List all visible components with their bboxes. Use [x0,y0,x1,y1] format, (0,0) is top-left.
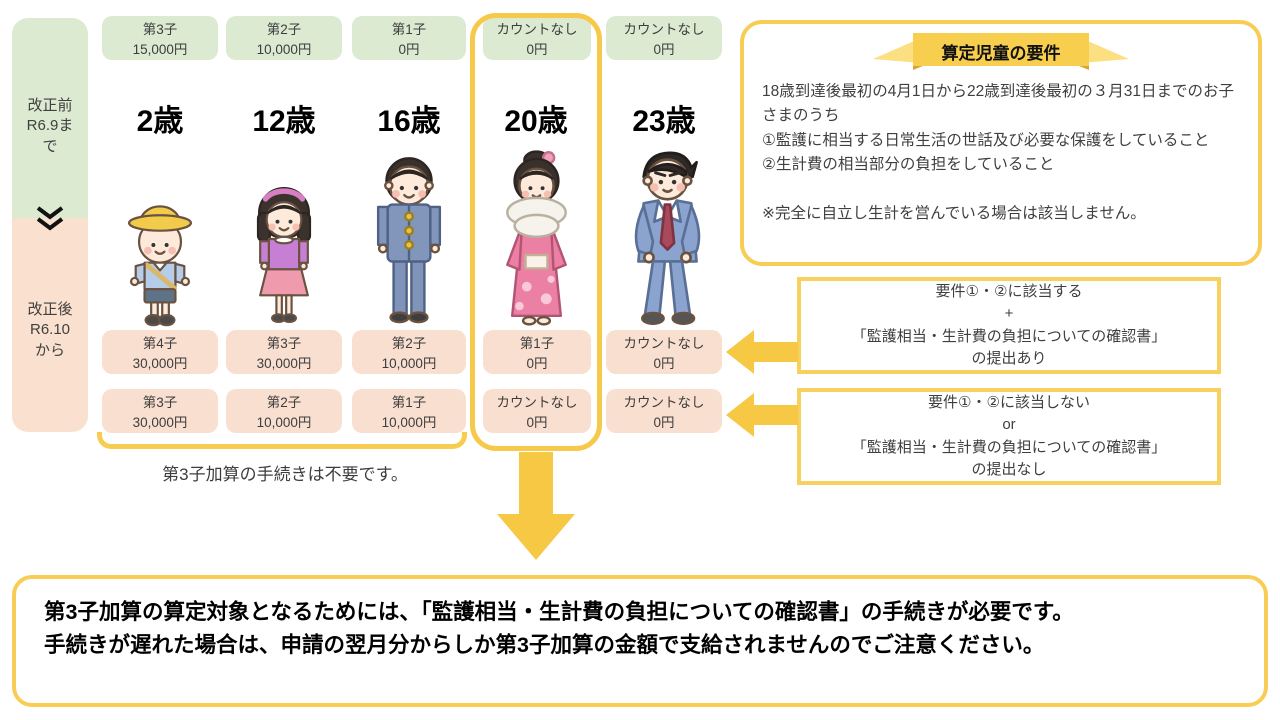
badge-amount: 30,000円 [132,355,188,371]
warning-box: 第3子加算の算定対象となるためには、「監護相当・生計費の負担についての確認書」の… [12,575,1268,707]
badge-amount: 10,000円 [381,414,437,430]
column-age-23: カウントなし 0円 23歳 [604,0,724,455]
before-revision-panel [12,18,88,218]
column-age-12: 第2子 10,000円 12歳 [224,0,344,455]
requirements-body: 18歳到達後最初の4月1日から22歳到達後最初の３月31日までのお子さまのうち … [762,83,1234,223]
column-age-20: カウントなし 0円 20歳 [476,0,596,455]
badge-amount: 0円 [526,41,548,57]
badge-label: 第3子 [266,336,302,351]
badge-label: カウントなし [623,336,705,351]
badge-amount: 30,000円 [132,414,188,430]
badge-amount: 0円 [398,41,420,57]
no-procedure-bracket [97,432,467,449]
badge-amount: 0円 [526,414,548,430]
after-revision-label: 改正後 R6.10 から [27,301,73,359]
column-age-2: 第3子 15,000円 2歳 [100,0,220,455]
badge-amount: 10,000円 [381,355,437,371]
condition-line: 「監護相当・生計費の負担についての確認書」 [851,327,1167,345]
after-badge-row2: 第3子 30,000円 [102,389,218,433]
badge-label: 第2子 [266,395,302,410]
condition-box-submitted: 要件①・②に該当する + 「監護相当・生計費の負担についての確認書」 の提出あり [797,277,1221,374]
after-badge-row1: 第2子 10,000円 [352,330,466,374]
badge-label: カウントなし [496,22,578,37]
double-chevron-down-icon [12,206,88,237]
badge-label: 第1子 [519,336,555,351]
badge-amount: 15,000円 [132,41,188,57]
age-label: 16歳 [377,105,441,138]
badge-label: 第4子 [142,336,178,351]
condition-line: の提出なし [971,461,1047,478]
after-badge-row1: 第3子 30,000円 [226,330,342,374]
ribbon-banner: 算定児童の要件 [871,30,1131,70]
badge-label: 第2子 [391,336,427,351]
condition-line: 要件①・②に該当する [935,282,1083,300]
before-badge: カウントなし 0円 [606,16,722,60]
down-arrow-icon [497,452,575,562]
suit-man-illustration [604,142,724,333]
badge-amount: 0円 [653,355,675,371]
badge-label: 第1子 [391,22,427,37]
badge-amount: 10,000円 [256,414,312,430]
kimono-woman-illustration [476,148,596,333]
age-label: 2歳 [136,105,184,138]
condition-line: の提出あり [971,350,1047,367]
schoolgirl-illustration [224,176,344,333]
after-badge-row2: カウントなし 0円 [483,389,591,433]
badge-label: カウントなし [496,395,578,410]
badge-amount: 0円 [526,355,548,371]
after-badge-row2: カウントなし 0円 [606,389,722,433]
no-procedure-note: 第3子加算の手続きは不要です。 [162,465,408,484]
before-badge: 第1子 0円 [352,16,466,60]
after-badge-row1: 第4子 30,000円 [102,330,218,374]
revision-sidebar: 改正前 R6.9ま で 改正後 R6.10 から [12,18,88,432]
condition-box-not-submitted: 要件①・②に該当しない or 「監護相当・生計費の負担についての確認書」 の提出… [797,388,1221,485]
badge-label: 第2子 [266,22,302,37]
badge-label: 第3子 [142,395,178,410]
condition-line: 要件①・②に該当しない [928,393,1090,411]
condition-line: 「監護相当・生計費の負担についての確認書」 [851,438,1167,456]
before-badge: 第2子 10,000円 [226,16,342,60]
after-badge-row2: 第2子 10,000円 [226,389,342,433]
after-badge-row1: 第1子 0円 [483,330,591,374]
age-label: 20歳 [504,105,568,138]
before-revision-label: 改正前 R6.9ま で [26,97,74,155]
condition-operator: + [1004,305,1014,322]
condition-operator: or [1002,416,1016,433]
badge-label: カウントなし [623,22,705,37]
student-boy-illustration [350,150,468,333]
badge-amount: 10,000円 [256,41,312,57]
before-badge: 第3子 15,000円 [102,16,218,60]
badge-label: 第3子 [142,22,178,37]
left-arrow-icon [726,393,798,437]
age-label: 12歳 [252,105,316,138]
kindergarten-boy-illustration [100,193,220,333]
badge-amount: 0円 [653,41,675,57]
badge-label: 第1子 [391,395,427,410]
after-badge-row2: 第1子 10,000円 [352,389,466,433]
requirements-box: 算定児童の要件 18歳到達後最初の4月1日から22歳到達後最初の３月31日までの… [740,20,1262,266]
column-age-16: 第1子 0円 16歳 [350,0,468,455]
requirements-title: 算定児童の要件 [941,44,1061,63]
after-badge-row1: カウントなし 0円 [606,330,722,374]
left-arrow-icon [726,330,798,374]
before-badge: カウントなし 0円 [483,16,591,60]
badge-label: カウントなし [623,395,705,410]
badge-amount: 0円 [653,414,675,430]
after-revision-panel [12,218,88,432]
age-label: 23歳 [632,105,696,138]
badge-amount: 30,000円 [256,355,312,371]
